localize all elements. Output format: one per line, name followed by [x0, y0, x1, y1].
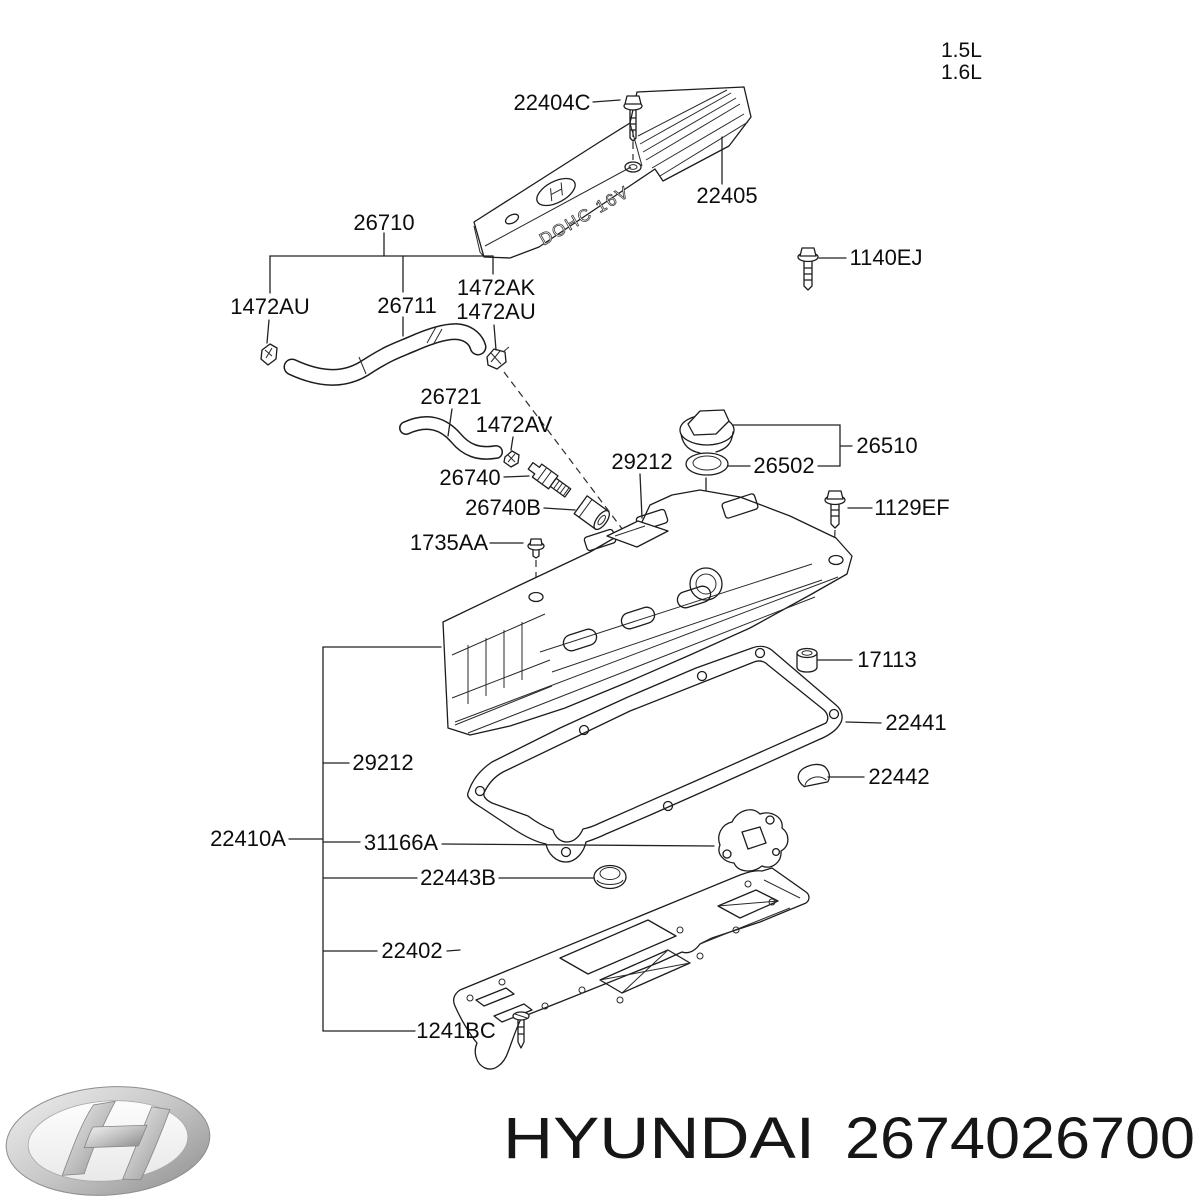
callout-1472AU-left: 1472AU	[230, 294, 310, 319]
callout-29212-left: 29212	[352, 750, 413, 775]
valve-cover-left-end-fins	[451, 613, 553, 726]
callout-variant-15L: 1.5L	[941, 39, 982, 62]
plate-slotted-opening	[717, 889, 779, 919]
hyundai-logo-h	[61, 1100, 171, 1181]
plate-bolt-holes	[466, 880, 776, 1010]
footer-part-number: 2674026700	[845, 1106, 1195, 1171]
callout-22443B: 22443B	[420, 865, 496, 890]
callout-26502: 26502	[753, 453, 814, 478]
part-gasket-22441	[466, 645, 843, 863]
callout-29212-upper: 29212	[611, 449, 672, 474]
callout-31166A: 31166A	[364, 830, 439, 855]
callout-26710: 26710	[353, 210, 414, 235]
callout-1472AK: 1472AK	[457, 275, 536, 300]
cover-vent-hole	[504, 213, 520, 225]
part-seal-ring-22443B	[593, 864, 627, 890]
part-hose-26711	[283, 323, 487, 386]
callout-22402: 22402	[381, 938, 442, 963]
callout-22410A: 22410A	[210, 826, 286, 851]
callout-26740: 26740	[439, 465, 500, 490]
part-clamp-1472AU-left	[260, 343, 278, 366]
part-baffle-plate-22402	[453, 867, 810, 1070]
callout-22404C: 22404C	[513, 90, 590, 115]
cover-screw-hole	[624, 161, 642, 173]
callout-26510: 26510	[856, 433, 917, 458]
part-bolt-1129EF	[824, 490, 846, 557]
callout-1472AU-right: 1472AU	[456, 299, 536, 324]
callout-17113: 17113	[857, 647, 917, 672]
callout-26740B: 26740B	[465, 495, 541, 520]
engine-cover-ribs	[637, 89, 749, 177]
part-clamp-1472AK	[486, 346, 510, 370]
part-plate-31166A	[718, 809, 789, 872]
part-bolt-1140EJ	[797, 247, 819, 291]
cover-baffle-plate	[606, 520, 669, 548]
part-grommet-26740B	[573, 495, 610, 531]
bracket-26710	[266, 232, 497, 351]
callout-26721: 26721	[420, 384, 481, 409]
leader-dashed-hose-to-cover	[503, 371, 627, 535]
callout-26711: 26711	[377, 293, 437, 318]
part-pcv-valve-26740	[527, 462, 572, 498]
callout-22405: 22405	[696, 183, 757, 208]
filler-neck	[689, 567, 723, 601]
callout-1735AA: 1735AA	[410, 530, 489, 555]
callout-variant-16L: 1.6L	[941, 61, 982, 84]
footer-brand: HYUNDAI	[503, 1106, 815, 1171]
callout-22442: 22442	[868, 764, 929, 789]
cover-bolt-hole-right	[828, 554, 844, 566]
callout-22441: 22441	[885, 710, 946, 735]
cover-bolt-hole-left	[528, 591, 544, 603]
callout-1241BC: 1241BC	[416, 1018, 496, 1043]
part-clamp-1472AV	[503, 450, 520, 468]
part-oil-filler-cap-26510	[679, 409, 735, 454]
hyundai-emblem-on-cover	[536, 177, 576, 207]
hyundai-logo	[5, 1086, 211, 1196]
part-valve-cover-29212	[442, 489, 853, 736]
part-screw-22404C	[623, 95, 643, 160]
callout-1129EF: 1129EF	[874, 495, 949, 520]
leader-lines	[447, 99, 882, 778]
part-screw-1241BC	[512, 1011, 530, 1049]
part-seal-22442	[797, 763, 830, 788]
gasket-bolt-holes	[474, 647, 840, 858]
callout-1472AV: 1472AV	[476, 412, 553, 437]
callout-1140EJ: 1140EJ	[850, 245, 923, 270]
part-hose-26721	[399, 416, 503, 460]
part-bushing-17113	[796, 647, 818, 673]
plate-braced-opening	[599, 949, 691, 994]
